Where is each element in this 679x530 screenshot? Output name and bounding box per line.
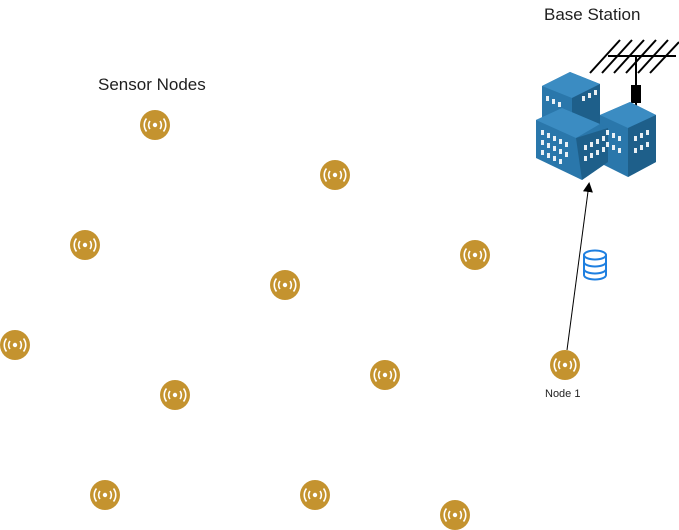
node-1-label: Node 1 [545, 388, 581, 400]
sensor-node-icon [140, 110, 170, 140]
sensor-node-icon [460, 240, 490, 270]
sensor-node-icon [160, 380, 190, 410]
sensor-node-icon [440, 500, 470, 530]
building-icon [536, 72, 656, 180]
uplink-arrow [566, 182, 593, 351]
sensor-node-icon [270, 270, 300, 300]
sensor-node-icon [300, 480, 330, 510]
node-1-sensor-icon [550, 350, 580, 380]
sensor-node-icon [320, 160, 350, 190]
sensor-node-icon [90, 480, 120, 510]
base-station-label: Base Station [544, 5, 641, 24]
sensor-node-icon [70, 230, 100, 260]
database-icon [583, 249, 607, 281]
sensor-node-icon [0, 330, 30, 360]
sensor-nodes-label: Sensor Nodes [98, 75, 206, 94]
sensor-node-icon [370, 360, 400, 390]
